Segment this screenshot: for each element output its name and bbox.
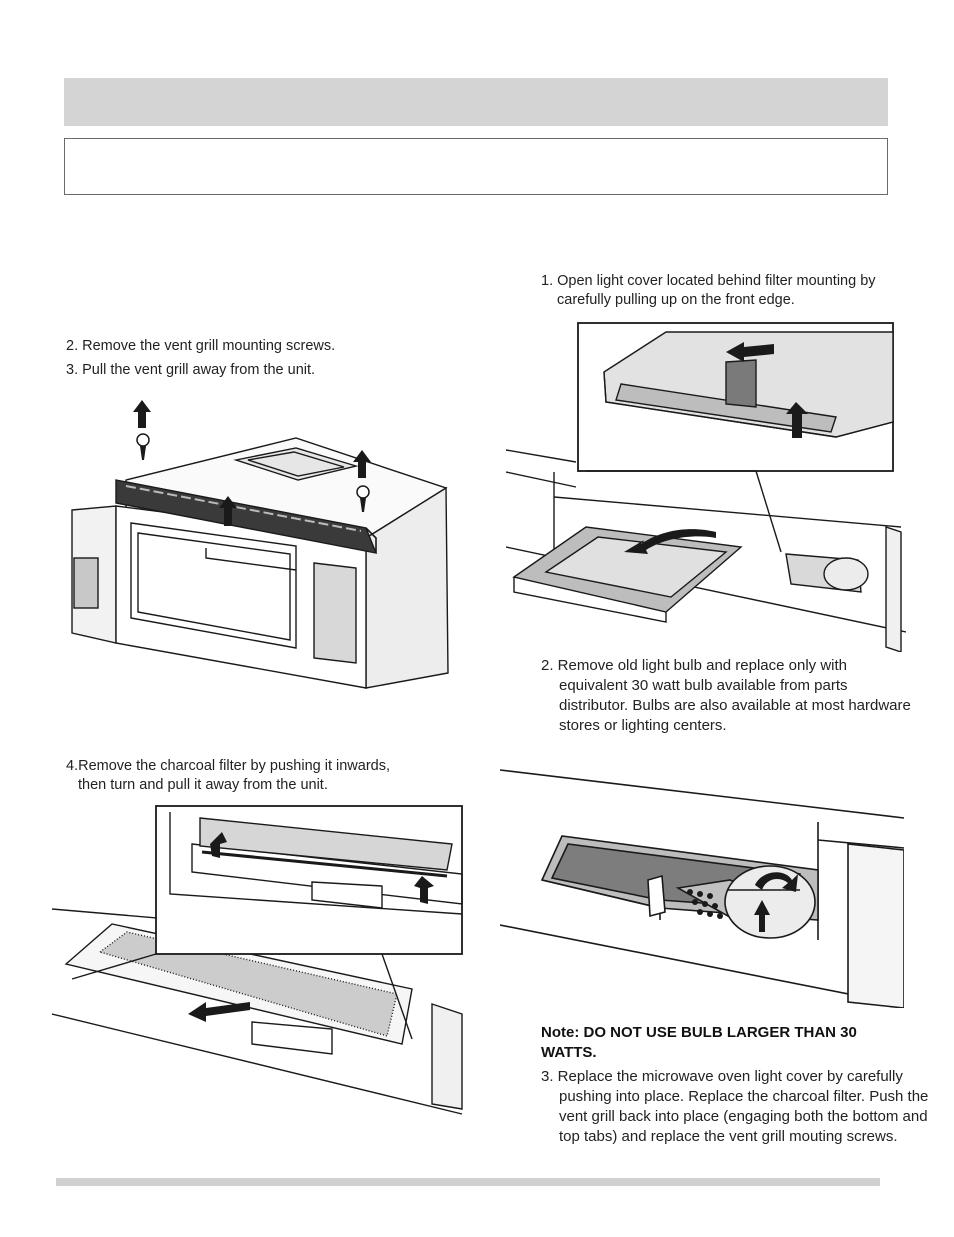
- step-2-remove-screws: 2. Remove the vent grill mounting screws…: [66, 338, 336, 354]
- step-4-line-1: 4.Remove the charcoal filter by pushing …: [66, 758, 390, 774]
- light-cover-figure: [506, 322, 906, 652]
- bulb-replacement-figure: [500, 769, 904, 1008]
- header-bar: [64, 78, 888, 126]
- vent-grill-figure: [71, 400, 449, 689]
- step-3-pull-vent-grill: 3. Pull the vent grill away from the uni…: [66, 362, 316, 378]
- step-4-line-2: then turn and pull it away from the unit…: [78, 777, 328, 793]
- right-step-3-replace-cover: 3. Replace the microwave oven light cove…: [541, 1068, 929, 1145]
- title-box: [64, 138, 888, 195]
- bulb-wattage-note: Note: DO NOT USE BULB LARGER THAN 30 WAT…: [541, 1024, 857, 1061]
- footer-bar: [56, 1178, 880, 1186]
- right-step-1-line-1: 1. Open light cover located behind filte…: [541, 273, 876, 289]
- right-step-2-replace-bulb: 2. Remove old light bulb and replace onl…: [541, 657, 911, 734]
- charcoal-filter-figure: [52, 805, 463, 1115]
- right-step-1-line-2: carefully pulling up on the front edge.: [557, 292, 795, 308]
